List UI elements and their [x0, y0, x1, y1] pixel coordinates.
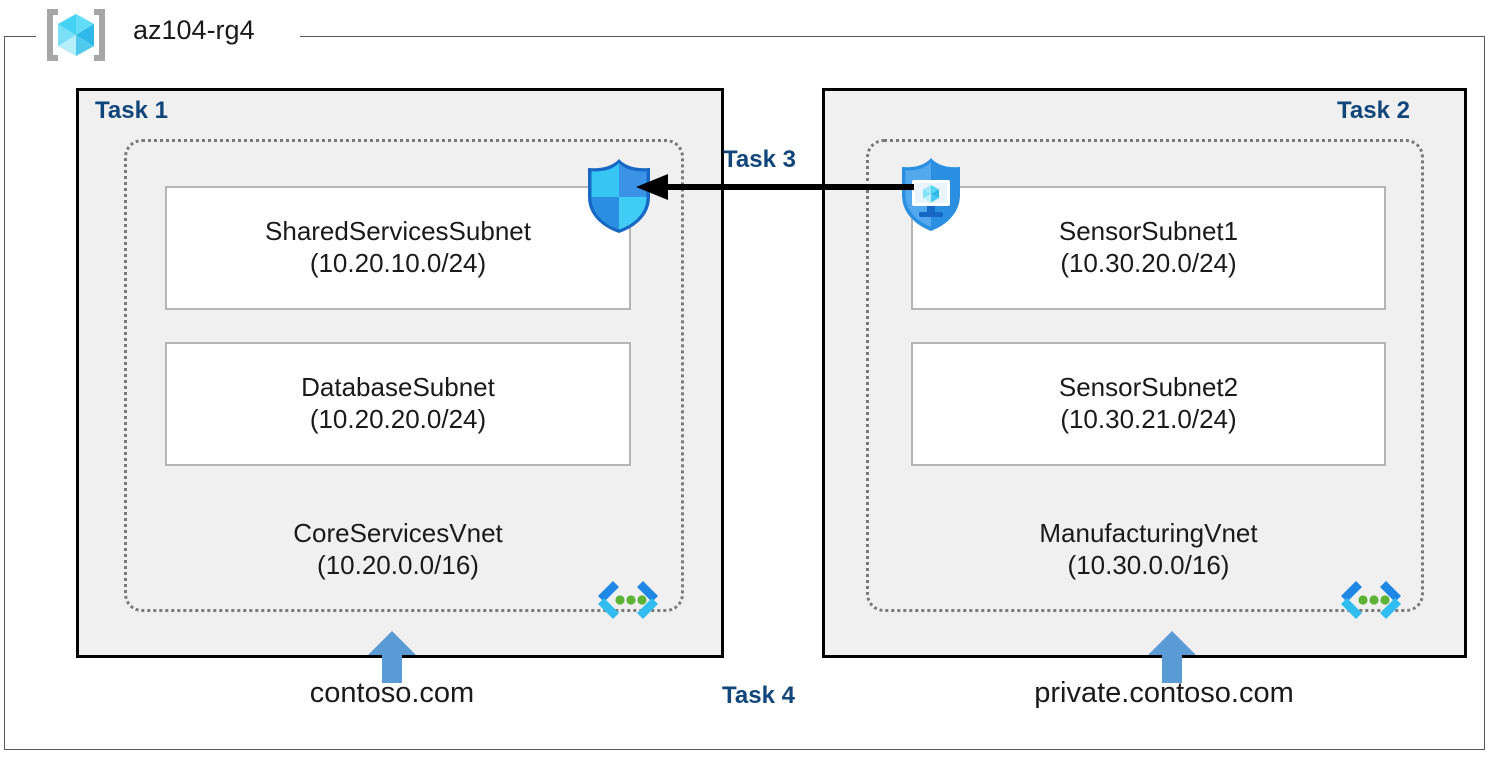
resource-group-frame-bottom: [4, 749, 1485, 750]
vnet-name: CoreServicesVnet: [293, 518, 503, 548]
vnet-cidr: (10.30.0.0/16): [1067, 549, 1230, 580]
network-security-group-shield-icon: [588, 159, 650, 233]
vnet-cidr: (10.20.0.0/16): [317, 549, 479, 580]
resource-group-cube-icon: [47, 9, 105, 61]
subnet-cidr: (10.30.20.0/24): [1060, 248, 1237, 278]
subnet-sensor-1: SensorSubnet1 (10.30.20.0/24): [911, 186, 1386, 310]
vnet-name: ManufacturingVnet: [1039, 518, 1258, 548]
resource-group-frame-left: [4, 36, 5, 750]
subnet-name: SensorSubnet1: [1058, 216, 1239, 247]
vnet-manufacturing-label: ManufacturingVnet (10.30.0.0/16): [911, 518, 1386, 581]
subnet-name: SharedServicesSubnet: [265, 216, 531, 247]
dns-zone-icon: [598, 581, 658, 619]
vnet-core-services-boundary: [124, 139, 684, 612]
subnet-cidr: (10.20.20.0/24): [309, 404, 487, 434]
subnet-name: DatabaseSubnet: [301, 372, 495, 403]
subnet-cidr: (10.30.21.0/24): [1060, 404, 1237, 434]
task-4-label: Task 4: [722, 682, 795, 709]
resource-group-title: az104-rg4: [133, 15, 255, 45]
dns-zone-icon: [1341, 581, 1401, 619]
service-endpoint-shield-monitor-icon: [902, 158, 960, 231]
dns-zone-private-contoso-label: private.contoso.com: [1034, 677, 1294, 709]
task-3-label: Task 3: [723, 146, 796, 173]
subnet-name: SensorSubnet2: [1058, 372, 1239, 403]
vnet-core-services-label: CoreServicesVnet (10.20.0.0/16): [165, 518, 631, 581]
vnet-manufacturing-boundary: [866, 139, 1424, 612]
task-2-label: Task 2: [1337, 97, 1410, 124]
vnet-peering-arrow-icon: [636, 174, 914, 200]
dns-link-up-arrow-icon: [1148, 631, 1196, 683]
subnet-cidr: (10.20.10.0/24): [309, 248, 487, 278]
dns-zone-contoso-label: contoso.com: [309, 677, 475, 709]
resource-group-frame-top-right: [300, 36, 1484, 37]
subnet-database: DatabaseSubnet (10.20.20.0/24): [165, 342, 631, 466]
task-1-label: Task 1: [95, 97, 168, 124]
resource-group-frame-right: [1484, 36, 1485, 750]
subnet-shared-services: SharedServicesSubnet (10.20.10.0/24): [165, 186, 631, 310]
dns-link-up-arrow-icon: [368, 631, 416, 683]
resource-group-frame-top-left: [4, 36, 36, 37]
subnet-sensor-2: SensorSubnet2 (10.30.21.0/24): [911, 342, 1386, 466]
